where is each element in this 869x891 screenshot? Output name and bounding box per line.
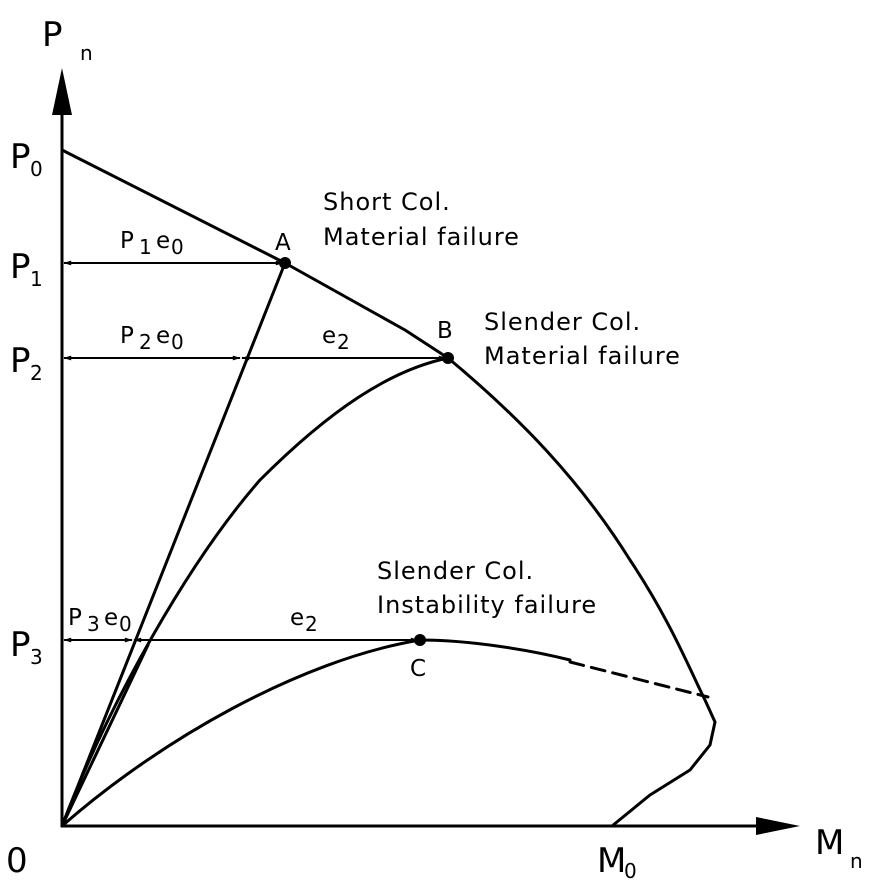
short-col-note-line1: Short Col. (323, 188, 451, 216)
instability-dashed-continuation (568, 660, 710, 699)
point-a-label: A (275, 230, 292, 256)
load-line-p3-short (60, 643, 150, 828)
tick-p3: P (10, 625, 32, 665)
p3-e0-label: e (104, 605, 119, 631)
c-e2-label: e (290, 605, 305, 631)
point-c (414, 634, 426, 646)
p1-e0-label-sub: 0 (171, 235, 185, 259)
b-e2-label: e (322, 323, 337, 349)
point-b (442, 352, 454, 364)
slender-material-note-line1: Slender Col. (484, 308, 641, 336)
load-path-slender-instability (60, 638, 572, 828)
tick-p1-sub: 1 (30, 267, 44, 291)
point-c-label: C (410, 656, 427, 682)
interaction-curve (60, 148, 717, 828)
p2-label-sub: 2 (139, 330, 153, 354)
c-e2-label-sub: 2 (305, 612, 319, 636)
p1-e0-label: e (156, 228, 171, 254)
slender-instability-note-line1: Slender Col. (377, 557, 534, 585)
p2-e0-label-sub: 0 (171, 330, 185, 354)
tick-p2-sub: 2 (30, 361, 44, 385)
x-axis-arrowhead (756, 817, 800, 835)
tick-p0-sub: 0 (30, 157, 44, 181)
p2-label: P (120, 323, 135, 349)
p3-label-sub: 3 (87, 612, 101, 636)
y-axis-label-sub: n (80, 41, 94, 65)
slender-material-note-line2: Material failure (484, 342, 681, 370)
p3-e0-label-sub: 0 (119, 612, 133, 636)
point-b-label: B (437, 318, 454, 344)
x-axis-label-sub: n (850, 849, 864, 873)
tick-p1: P (10, 247, 32, 287)
x-axis-label: M (815, 823, 845, 863)
short-col-note-line2: Material failure (323, 223, 520, 251)
tick-p2: P (10, 341, 32, 381)
tick-p0: P (10, 137, 32, 177)
p2-e0-label: e (156, 323, 171, 349)
y-axis-label: P (42, 15, 64, 55)
load-path-slender-material (60, 356, 450, 828)
slender-instability-note-line2: Instability failure (377, 591, 597, 619)
origin-label: 0 (6, 841, 29, 881)
p1-label-sub: 1 (139, 235, 153, 259)
point-a (279, 257, 291, 269)
p1-label: P (120, 228, 135, 254)
tick-p3-sub: 3 (30, 645, 44, 669)
y-axis-arrowhead (52, 68, 72, 115)
b-e2-label-sub: 2 (337, 330, 351, 354)
tick-m0: M (597, 841, 627, 881)
tick-m0-sub: 0 (624, 859, 638, 883)
p3-label: P (68, 605, 83, 631)
